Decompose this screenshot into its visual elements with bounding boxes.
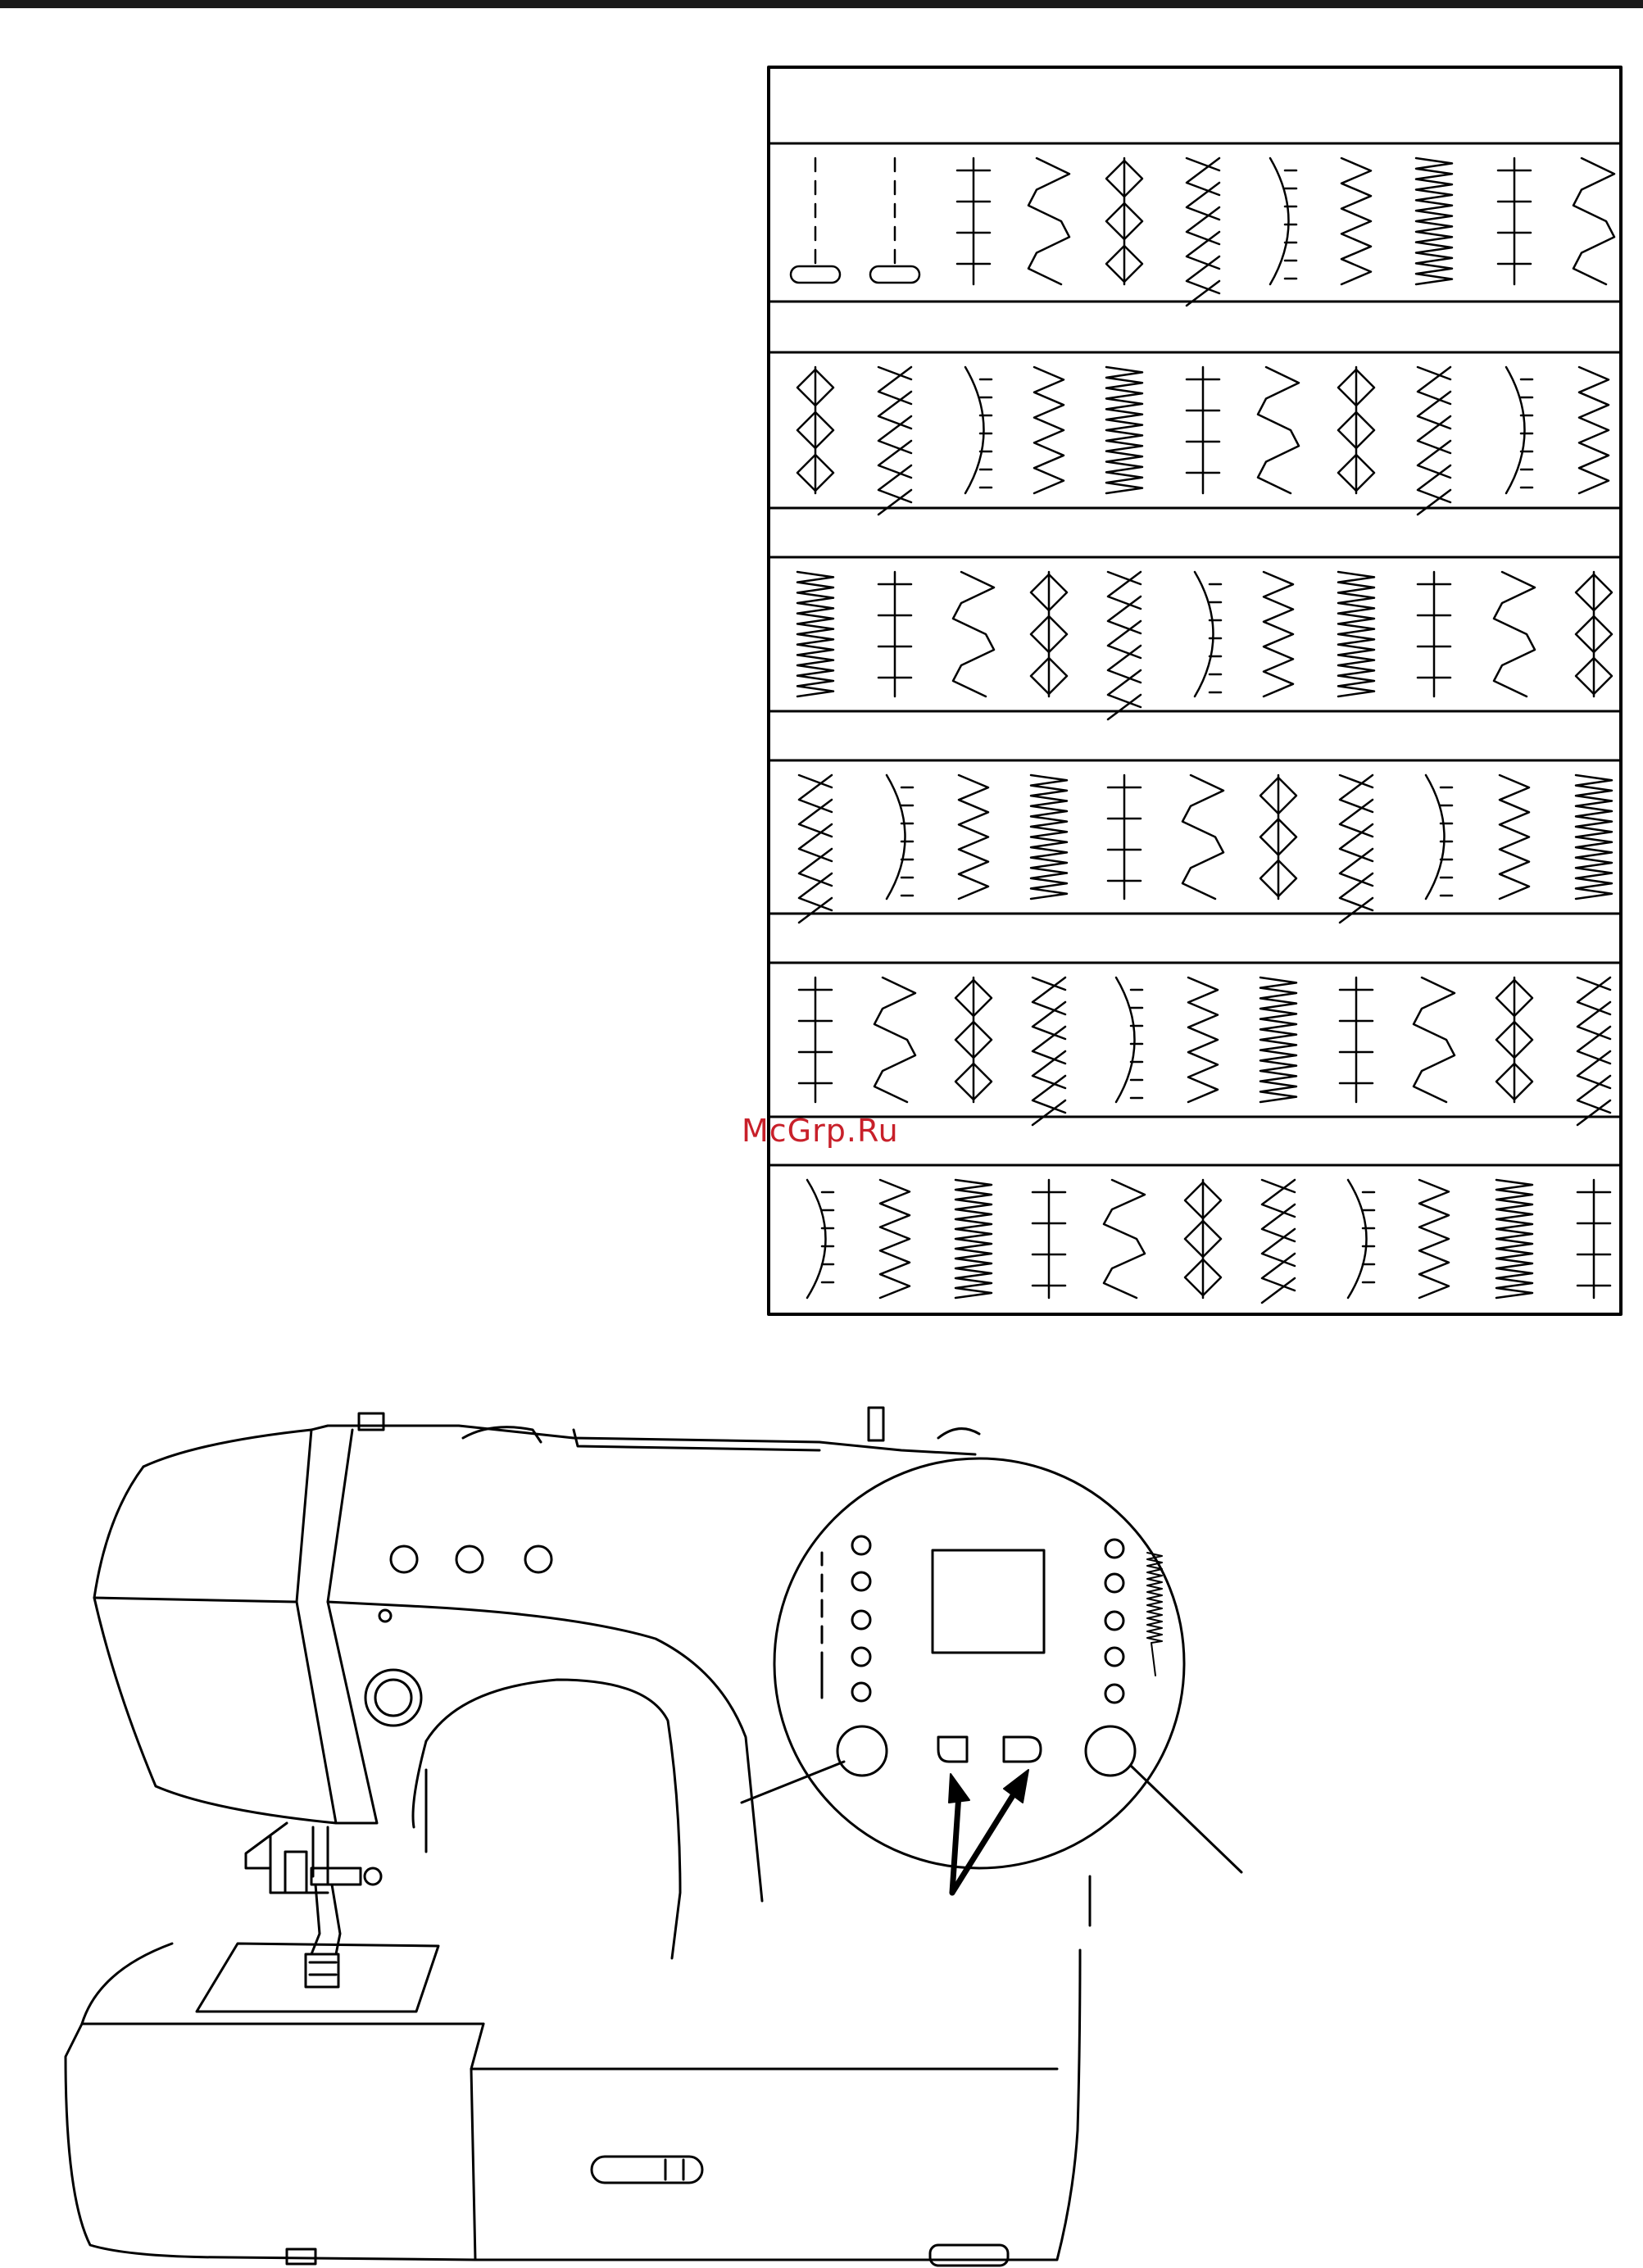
stitch-pattern-icon <box>1500 775 1529 899</box>
zigzag-stitch-icon <box>1147 1553 1162 1676</box>
stitch-pattern-icon <box>1106 367 1142 493</box>
machine-top-outline <box>143 1426 975 1467</box>
stitch-pattern-icon <box>1496 1180 1532 1298</box>
stitch-pattern-icon <box>1419 1180 1449 1298</box>
stitch-pattern-icon <box>799 775 832 923</box>
top-button[interactable] <box>525 1546 551 1572</box>
stitch-pattern-icon <box>959 775 988 899</box>
machine-head-left <box>94 1467 336 1823</box>
stitch-pattern-icon <box>1416 158 1452 284</box>
top-button[interactable] <box>391 1546 417 1572</box>
right-select-button[interactable] <box>1004 1737 1041 1762</box>
stitch-pattern-icon <box>953 572 994 696</box>
arm-cavity <box>426 1680 680 1958</box>
stitch-pattern-icon <box>1270 158 1289 284</box>
stitch-pattern-icon <box>1028 158 1069 284</box>
stitch-pattern-icon <box>1258 367 1299 493</box>
stitch-pattern-icon <box>1418 367 1450 515</box>
control-panel-callout <box>774 1458 1184 1868</box>
stitch-pattern-icon <box>1116 978 1135 1102</box>
arm-top <box>328 1602 762 1901</box>
stitch-pattern-icon <box>1031 775 1067 899</box>
stitch-pattern-icon <box>1506 367 1525 493</box>
stitch-pattern-icon <box>1494 572 1535 696</box>
stitch-pattern-icon <box>1341 158 1371 284</box>
stitch-pattern-icon <box>870 266 919 283</box>
thread-cutter <box>592 2157 702 2183</box>
stitch-pattern-icon <box>1182 775 1223 899</box>
stitch-pattern-icon <box>1577 978 1610 1125</box>
stitch-pattern-icon <box>1034 367 1064 493</box>
stitch-pattern-icon <box>955 1180 992 1298</box>
stitch-pattern-icon <box>1338 572 1374 696</box>
sewing-machine <box>66 1408 1241 2266</box>
stitch-pattern-icon <box>1340 775 1373 923</box>
stitch-pattern-icon <box>1426 775 1445 899</box>
stitch-pattern-icon <box>1187 158 1219 306</box>
stitch-pattern-icon <box>1576 775 1612 899</box>
stitch-pattern-icon <box>1262 1180 1295 1303</box>
stitch-pattern-icon <box>1260 978 1296 1102</box>
arrow-pointers <box>952 1790 1016 1893</box>
stitch-pattern-icon <box>1104 1180 1145 1298</box>
stitch-pattern-icon <box>887 775 905 899</box>
lcd-display <box>933 1550 1044 1653</box>
stitch-pattern-icon <box>1579 367 1609 493</box>
stitch-pattern-icon <box>880 1180 910 1298</box>
stitch-pattern-icon <box>1348 1180 1367 1298</box>
machine-bed <box>66 1944 475 2260</box>
stitch-pattern-icon <box>1573 158 1614 284</box>
stitch-pattern-icon <box>1033 978 1065 1125</box>
stitch-pattern-icon <box>791 266 840 283</box>
stitch-pattern-icon <box>807 1180 826 1298</box>
winder-knob[interactable] <box>365 1670 421 1726</box>
stitch-pattern-icon <box>878 367 911 515</box>
top-button[interactable] <box>456 1546 483 1572</box>
stitch-pattern-icon <box>1414 978 1455 1102</box>
right-round-button[interactable] <box>1086 1726 1135 1776</box>
stitch-pattern-icon <box>1108 572 1141 719</box>
stitch-pattern-icon <box>797 572 833 696</box>
stitch-pattern-icon <box>1188 978 1218 1102</box>
watermark: McGrp.Ru <box>742 1113 899 1149</box>
left-round-button[interactable] <box>837 1726 887 1776</box>
left-select-button[interactable] <box>938 1737 967 1762</box>
stitch-pattern-icon <box>874 978 915 1102</box>
thread-guide-slot <box>297 1430 377 1823</box>
stitch-pattern-icon <box>1264 572 1293 696</box>
stitch-pattern-icon <box>965 367 984 493</box>
stitch-pattern-icon <box>1195 572 1214 696</box>
